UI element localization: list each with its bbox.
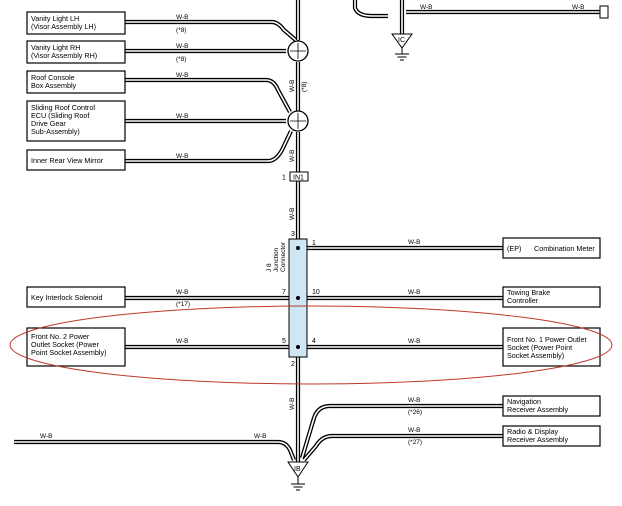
wires [14, 0, 604, 462]
pin-7: 7 [282, 289, 286, 296]
wire-label-vertical-bottom: W-B [289, 397, 296, 410]
combination-meter-label: Combination Meter [534, 244, 595, 253]
inner-mirror-box [26, 149, 126, 171]
wire-label-top-right-1: W-B [420, 4, 433, 11]
sliding-roof-ecu-box [26, 100, 126, 142]
vanity-rh-label-2: (Visor Assembly RH) [31, 51, 97, 60]
roof-console-label-2: Box Assembly [31, 81, 77, 90]
front-no1-label-1: Front No. 1 Power Outlet [507, 335, 587, 344]
navigation-label-2: Receiver Assembly [507, 405, 569, 414]
ref-vanity-lh: (*8) [176, 27, 186, 34]
wire-label-front-no2: W-B [176, 338, 189, 345]
wire-label-towing: W-B [408, 289, 421, 296]
front-no1-label-2: Socket (Power Point [507, 343, 572, 352]
towing-label-1: Towing Brake [507, 288, 550, 297]
ref-vanity-rh: (*8) [176, 56, 186, 63]
junction-label-2: Junction [273, 247, 280, 272]
towing-label-2: Controller [507, 296, 539, 305]
navigation-label-1: Navigation [507, 397, 541, 406]
wire-label-vertical-mid: W-B [289, 149, 296, 162]
wire-label-key-interlock: W-B [176, 289, 189, 296]
ground-ib-label: IB [294, 466, 301, 473]
splices [287, 5, 609, 132]
ref-radio: (*27) [408, 439, 422, 446]
in1-pin: 1 [282, 175, 286, 182]
ref-navigation: (*26) [408, 409, 422, 416]
wire-label-vertical-top: W-B [289, 79, 296, 92]
sliding-roof-label-2: ECU (Sliding Roof [31, 111, 89, 120]
front-no1-label-3: Socket Assembly) [507, 351, 564, 360]
right-components: (EP) Combination Meter Towing Brake Cont… [502, 237, 601, 447]
wire-label-mirror: W-B [176, 153, 189, 160]
ref-vertical: (*8) [301, 82, 308, 92]
towing-brake-box [502, 286, 601, 308]
vanity-lh-label-2: (Visor Assembly LH) [31, 22, 96, 31]
wire-label-vertical-in1: W-B [289, 207, 296, 220]
wire-label-vanity-lh: W-B [176, 14, 189, 21]
vanity-light-lh-box [26, 11, 126, 35]
wire-label-left-1: W-B [40, 433, 53, 440]
junction-connector-j8: J 8 Junction Connector 3 1 7 10 5 4 2 [266, 231, 320, 368]
wire-label-front-no1: W-B [408, 338, 421, 345]
front-no2-label-1: Front No. 2 Power [31, 332, 90, 341]
roof-console-label-1: Roof Console [31, 73, 75, 82]
front-no1-outlet-box [502, 327, 601, 367]
wire-label-roof-console: W-B [176, 72, 189, 79]
front-no2-label-2: Outlet Socket (Power [31, 340, 100, 349]
wire-label-top-right-2: W-B [572, 4, 585, 11]
radio-label-1: Radio & Display [507, 427, 559, 436]
in1-label: IN1 [293, 175, 304, 182]
wire-label-left-2: W-B [254, 433, 267, 440]
ground-ib: IB [287, 461, 309, 491]
pin-3: 3 [291, 231, 295, 238]
key-interlock-label: Key Interlock Solenoid [31, 293, 103, 302]
junction-label-3: Connector [280, 241, 287, 272]
ground-ic-label: IC [398, 37, 405, 44]
wire-label-vanity-rh: W-B [176, 43, 189, 50]
navigation-receiver-box [502, 395, 601, 417]
wire-label-meter: W-B [408, 239, 421, 246]
ref-key-interlock: (*17) [176, 301, 190, 308]
pin-4: 4 [312, 338, 316, 345]
key-interlock-box [26, 286, 126, 308]
radio-display-box [502, 425, 601, 447]
radio-label-2: Receiver Assembly [507, 435, 569, 444]
combination-meter-tag: (EP) [507, 244, 521, 253]
vanity-lh-label-1: Vanity Light LH [31, 14, 79, 23]
mirror-label: Inner Rear View Mirror [31, 156, 104, 165]
pin-1: 1 [312, 240, 316, 247]
sliding-roof-label-3: Drive Gear [31, 119, 66, 128]
sliding-roof-label-1: Sliding Roof Control [31, 103, 95, 112]
pin-10: 10 [312, 289, 320, 296]
junction-label-1: J 8 [266, 263, 273, 272]
wire-labels: W-B (*8) W-B (*8) W-B W-B W-B W-B (*8) W… [40, 4, 585, 446]
roof-console-box [26, 70, 126, 94]
left-components: Vanity Light LH (Visor Assembly LH) Vani… [26, 11, 126, 367]
vanity-light-rh-box [26, 40, 126, 64]
ground-ic: IC [391, 33, 413, 61]
vanity-rh-label-1: Vanity Light RH [31, 43, 80, 52]
wire-label-radio: W-B [408, 427, 421, 434]
connector-in1: IN1 1 [282, 171, 309, 182]
wire-label-navigation: W-B [408, 397, 421, 404]
pin-2: 2 [291, 361, 295, 368]
sliding-roof-label-4: Sub-Assembly) [31, 127, 80, 136]
front-no2-label-3: Point Socket Assembly) [31, 348, 107, 357]
front-no2-outlet-box [26, 327, 126, 367]
pin-5: 5 [282, 338, 286, 345]
wire-label-sliding-roof: W-B [176, 113, 189, 120]
highlight-ellipse [9, 305, 613, 385]
combination-meter-box [502, 237, 601, 259]
